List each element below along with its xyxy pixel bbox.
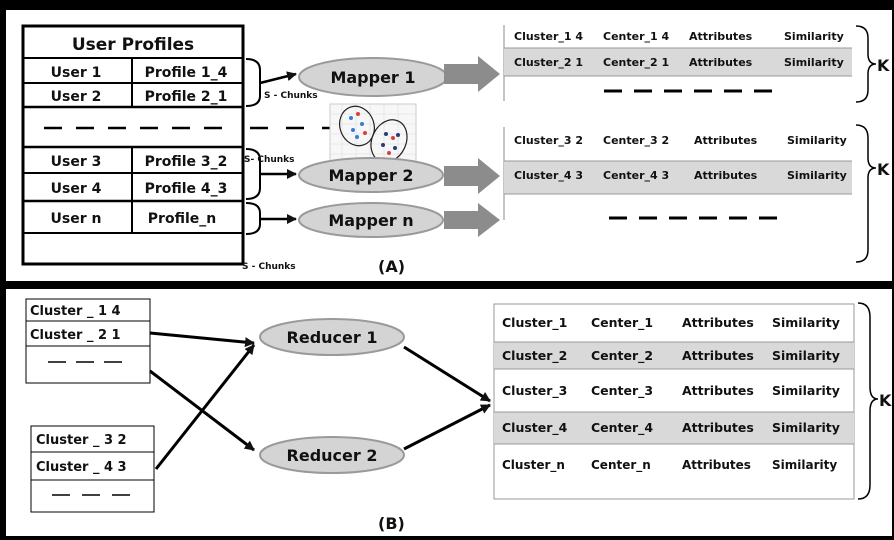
cell: Similarity bbox=[772, 348, 840, 363]
reducer-label: Reducer 1 bbox=[287, 328, 378, 347]
cluster-item: Cluster _ 4 3 bbox=[36, 460, 127, 475]
cell: Center_3 2 bbox=[603, 134, 669, 147]
cell: Attributes bbox=[682, 383, 754, 398]
cell: Similarity bbox=[784, 30, 844, 43]
user-profiles-title: User Profiles bbox=[72, 35, 194, 55]
cell: Cluster_n bbox=[502, 458, 565, 473]
connector-arrows bbox=[149, 331, 491, 470]
cluster-scatter-thumbnail bbox=[329, 103, 417, 163]
cell: Similarity bbox=[787, 134, 847, 147]
chunk-label: S - Chunks bbox=[242, 262, 296, 272]
chunk-braces bbox=[245, 58, 261, 235]
block-arrows bbox=[444, 56, 500, 237]
reducer-1: Reducer 1 bbox=[259, 318, 405, 356]
reducer-label: Reducer 2 bbox=[287, 446, 378, 465]
user-name: User n bbox=[51, 211, 102, 227]
cell: Center_4 3 bbox=[603, 169, 669, 182]
cell: Center_2 bbox=[591, 348, 653, 364]
cell: Cluster_3 2 bbox=[514, 134, 583, 147]
cell: Cluster_2 1 bbox=[514, 56, 583, 69]
cell: Attributes bbox=[694, 169, 758, 182]
user-profile: Profile_n bbox=[148, 211, 216, 227]
cell: Attributes bbox=[689, 56, 753, 69]
cluster-item: Cluster _ 1 4 bbox=[30, 304, 121, 319]
mapper-2: Mapper 2 bbox=[298, 157, 444, 193]
cell: Cluster_4 3 bbox=[514, 169, 583, 182]
user-name: User 1 bbox=[51, 65, 102, 81]
cluster-item: Cluster _ 3 2 bbox=[36, 433, 127, 448]
cell: Cluster_2 bbox=[502, 348, 567, 364]
cell: Center_4 bbox=[591, 420, 653, 436]
user-name: User 3 bbox=[51, 154, 102, 170]
mapper-2-output-table: Cluster_3 2 Center_3 2 Attributes Simila… bbox=[503, 124, 877, 263]
cell: Similarity bbox=[772, 458, 837, 472]
mapping-diagram: User Profiles User 1 Profile 1_4 User 2 … bbox=[21, 24, 890, 276]
reducing-diagram: Cluster _ 1 4 Cluster _ 2 1 Cluster _ 3 … bbox=[25, 298, 892, 533]
mapper-1-output-table: Cluster_1 4 Center_1 4 Attributes Simila… bbox=[503, 25, 877, 103]
brace-label: K bbox=[877, 56, 890, 75]
cell: Similarity bbox=[787, 169, 847, 182]
cluster-item: Cluster _ 2 1 bbox=[30, 328, 121, 343]
cell: Attributes bbox=[682, 348, 754, 363]
user-profile: Profile 2_1 bbox=[145, 89, 228, 105]
cell: Cluster_1 bbox=[502, 315, 567, 331]
user-profiles-table: User Profiles User 1 Profile 1_4 User 2 … bbox=[21, 24, 340, 266]
panel-a: User Profiles User 1 Profile 1_4 User 2 … bbox=[6, 10, 892, 281]
user-profile: Profile 3_2 bbox=[145, 154, 228, 170]
chunk-label: S - Chunks bbox=[264, 91, 318, 101]
cell: Attributes bbox=[682, 420, 754, 435]
cell: Attributes bbox=[682, 458, 751, 472]
cell: Cluster_3 bbox=[502, 383, 567, 399]
cluster-list-2: Cluster _ 3 2 Cluster _ 4 3 bbox=[30, 425, 155, 513]
cell: Center_3 bbox=[591, 383, 653, 399]
mapper-n: Mapper n bbox=[298, 202, 444, 238]
cell: Center_n bbox=[591, 458, 651, 473]
panel-b: Cluster _ 1 4 Cluster _ 2 1 Cluster _ 3 … bbox=[6, 289, 892, 536]
mapper-label: Mapper 2 bbox=[328, 166, 413, 185]
mapper-label: Mapper 1 bbox=[330, 68, 415, 87]
user-name: User 2 bbox=[51, 89, 102, 105]
panel-b-label: (B) bbox=[378, 514, 405, 533]
cell: Attributes bbox=[689, 30, 753, 43]
user-name: User 4 bbox=[51, 181, 102, 197]
cell: Center_2 1 bbox=[603, 56, 669, 69]
reducer-2: Reducer 2 bbox=[259, 436, 405, 474]
cell: Cluster_4 bbox=[502, 420, 568, 436]
cell: Similarity bbox=[784, 56, 844, 69]
chunk-label: S- Chunks bbox=[244, 155, 295, 165]
user-profile: Profile 1_4 bbox=[145, 65, 228, 81]
cell: Attributes bbox=[694, 134, 758, 147]
brace-label: K bbox=[877, 160, 890, 179]
cell: Cluster_1 4 bbox=[514, 30, 583, 43]
arrow bbox=[259, 71, 297, 85]
cell: Center_1 bbox=[591, 315, 653, 331]
cell: Center_1 4 bbox=[603, 30, 669, 43]
mapper-label: Mapper n bbox=[328, 211, 413, 230]
cell: Similarity bbox=[772, 383, 840, 398]
mapper-1: Mapper 1 bbox=[298, 57, 448, 97]
cell: Similarity bbox=[772, 420, 840, 435]
brace-label: K bbox=[879, 391, 892, 410]
panel-a-label: (A) bbox=[378, 257, 405, 276]
final-clusters-table: Cluster_1 Center_1 Attributes Similarity… bbox=[493, 302, 879, 500]
cell: Attributes bbox=[682, 315, 754, 330]
cell: Similarity bbox=[772, 315, 840, 330]
user-profile: Profile 4_3 bbox=[145, 181, 228, 197]
cluster-list-1: Cluster _ 1 4 Cluster _ 2 1 bbox=[25, 298, 151, 384]
